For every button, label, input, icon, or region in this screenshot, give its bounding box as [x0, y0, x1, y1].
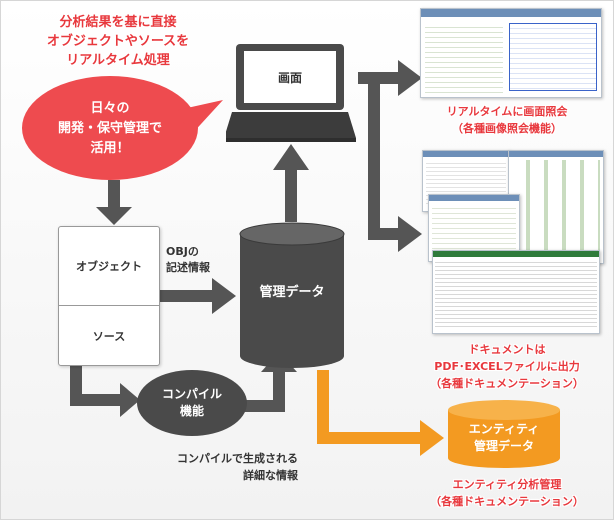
bubble-line1: 日々の	[90, 101, 130, 116]
arrow-source-to-compile	[70, 365, 140, 417]
headline-line2: オブジェクトやソースを	[46, 33, 190, 49]
screen-label: 画面	[277, 70, 302, 85]
db-label: 管理データ	[259, 284, 325, 300]
caption-realtime-line2: （各種画像照会機能）	[452, 122, 562, 135]
headline: 分析結果を基に直接 オブジェクトやソースを リアルタイム処理	[8, 12, 228, 70]
caption-realtime-line1: リアルタイムに画面照会	[446, 105, 568, 118]
caption-entity: エンティティ分析管理 （各種ドキュメンテーション）	[404, 474, 610, 512]
bubble-line3: 活用！	[90, 141, 130, 156]
arrow-object-to-db	[158, 278, 236, 314]
doc-screenshot-4	[432, 250, 600, 334]
headline-line1: 分析結果を基に直接	[59, 14, 177, 30]
obj-info-line1: OBJの	[166, 245, 199, 258]
source-label: ソース	[92, 329, 126, 343]
caption-realtime: リアルタイムに画面照会 （各種画像照会機能）	[404, 100, 610, 140]
headline-line3: リアルタイム処理	[66, 52, 170, 68]
entity-line1: エンティティ	[468, 422, 540, 436]
entity-cylinder-icon	[448, 400, 560, 468]
entity-label: エンティティ 管理データ	[448, 412, 560, 464]
obj-info-line2: 記述情報	[166, 261, 210, 274]
compile-line1: コンパイル	[161, 387, 222, 401]
caption-entity-line2: （各種ドキュメンテーション）	[430, 495, 584, 508]
arrow-db-to-entity	[317, 370, 444, 456]
caption-doc-line3: （各種ドキュメンテーション）	[430, 376, 584, 390]
laptop-icon	[226, 44, 356, 142]
arrow-db-to-screen	[273, 144, 309, 222]
caption-doc: ドキュメントは PDF･EXCELファイルに出力 （各種ドキュメンテーション）	[404, 338, 610, 394]
obj-info-label: OBJの 記述情報	[166, 244, 210, 276]
compile-info-line2: 詳細な情報	[243, 469, 298, 482]
arrow-bubble-to-object	[96, 180, 132, 225]
compile-info-label: コンパイルで生成される 詳細な情報	[148, 450, 298, 484]
database-cylinder-icon	[239, 222, 345, 368]
doc-screenshot-2	[508, 150, 604, 264]
bubble-line2: 開発・保守管理で	[57, 121, 162, 136]
bubble-text: 日々の 開発・保守管理で 活用！	[24, 90, 196, 168]
caption-doc-line1: ドキュメントは	[468, 342, 546, 356]
speech-bubble-icon	[22, 76, 223, 180]
compile-info-line1: コンパイルで生成される	[177, 452, 298, 465]
arrow-screen-to-outputs	[358, 60, 422, 252]
object-source-box: オブジェクト ソース	[58, 226, 160, 366]
entity-line2: 管理データ	[473, 439, 534, 453]
object-label: オブジェクト	[59, 227, 159, 306]
compile-label: コンパイル 機能	[136, 374, 248, 432]
compile-ellipse	[137, 370, 247, 436]
compile-line2: 機能	[179, 404, 204, 418]
caption-entity-line1: エンティティ分析管理	[452, 478, 562, 491]
realtime-screenshot	[420, 8, 602, 98]
caption-doc-line2: PDF･EXCELファイルに出力	[434, 359, 580, 373]
